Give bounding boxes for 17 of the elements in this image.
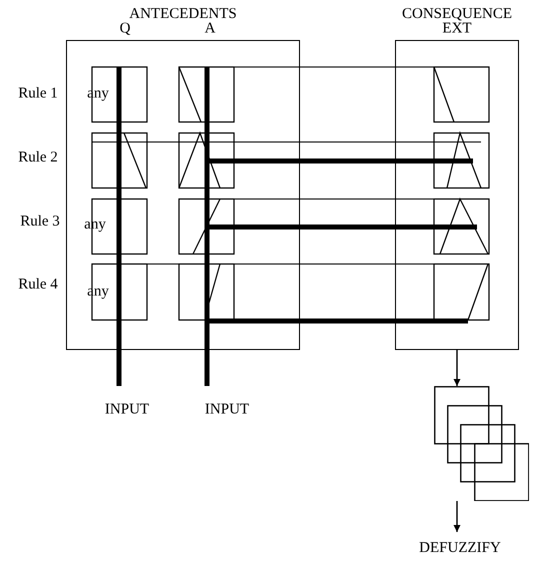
rule-label: Rule 4 [18, 278, 58, 292]
rule-label: Rule 1 [18, 86, 58, 102]
column-heading: Q [120, 22, 130, 36]
input-label: INPUT [104, 402, 150, 418]
consequence-panel [395, 6, 519, 350]
input-label: INPUT [204, 402, 250, 418]
antecedents-panel [66, 6, 300, 350]
rule-label: Rule 2 [18, 150, 58, 166]
panel-heading: CONSEQUENCE [400, 6, 513, 22]
panel-heading: ANTECEDENTS [128, 6, 238, 22]
arrow [454, 350, 460, 386]
output-text: DEFUZZIFY [418, 540, 502, 557]
column-heading: EXT [442, 22, 472, 36]
column-heading: A [204, 22, 216, 36]
overlapping-squares [434, 386, 529, 501]
rule-label: Rule 3 [20, 214, 60, 230]
arrow [454, 501, 460, 532]
